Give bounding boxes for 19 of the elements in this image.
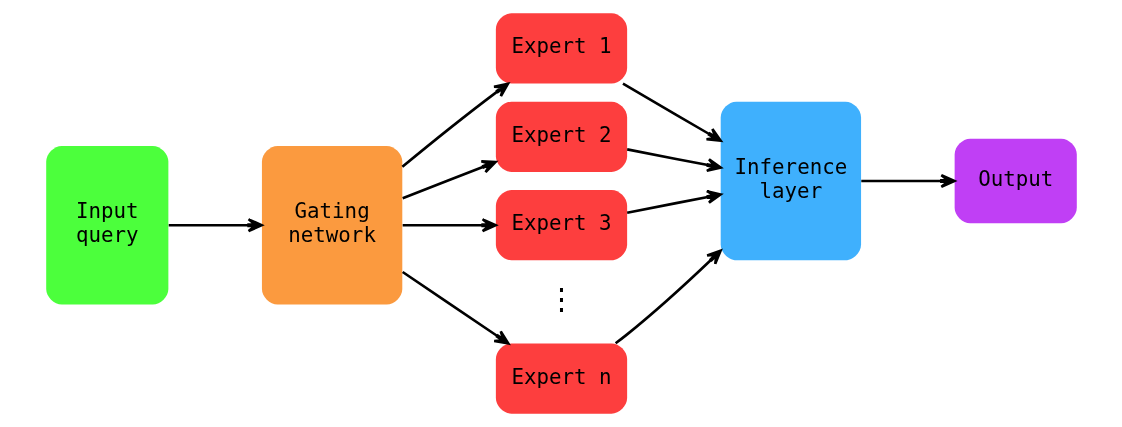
arrow bbox=[401, 82, 509, 168]
arrow bbox=[402, 218, 497, 233]
label: ⋮ bbox=[546, 282, 576, 317]
arrow bbox=[621, 82, 722, 143]
arrow bbox=[168, 218, 263, 233]
arrow bbox=[860, 173, 956, 189]
node-box: Gating network bbox=[261, 145, 402, 305]
node-box: Expert 2 bbox=[495, 101, 627, 172]
node-box: Expert 3 bbox=[495, 190, 627, 261]
node-box: Expert 1 bbox=[495, 13, 627, 84]
arrow bbox=[626, 148, 722, 173]
arrow bbox=[401, 270, 510, 345]
arrow bbox=[401, 159, 497, 200]
node-box: Output bbox=[954, 138, 1077, 224]
arrow bbox=[614, 249, 722, 345]
node-box: Inference layer bbox=[720, 101, 861, 261]
arrow bbox=[626, 189, 722, 214]
node-box: Expert n bbox=[495, 343, 627, 414]
node-box: Input query bbox=[45, 145, 168, 305]
